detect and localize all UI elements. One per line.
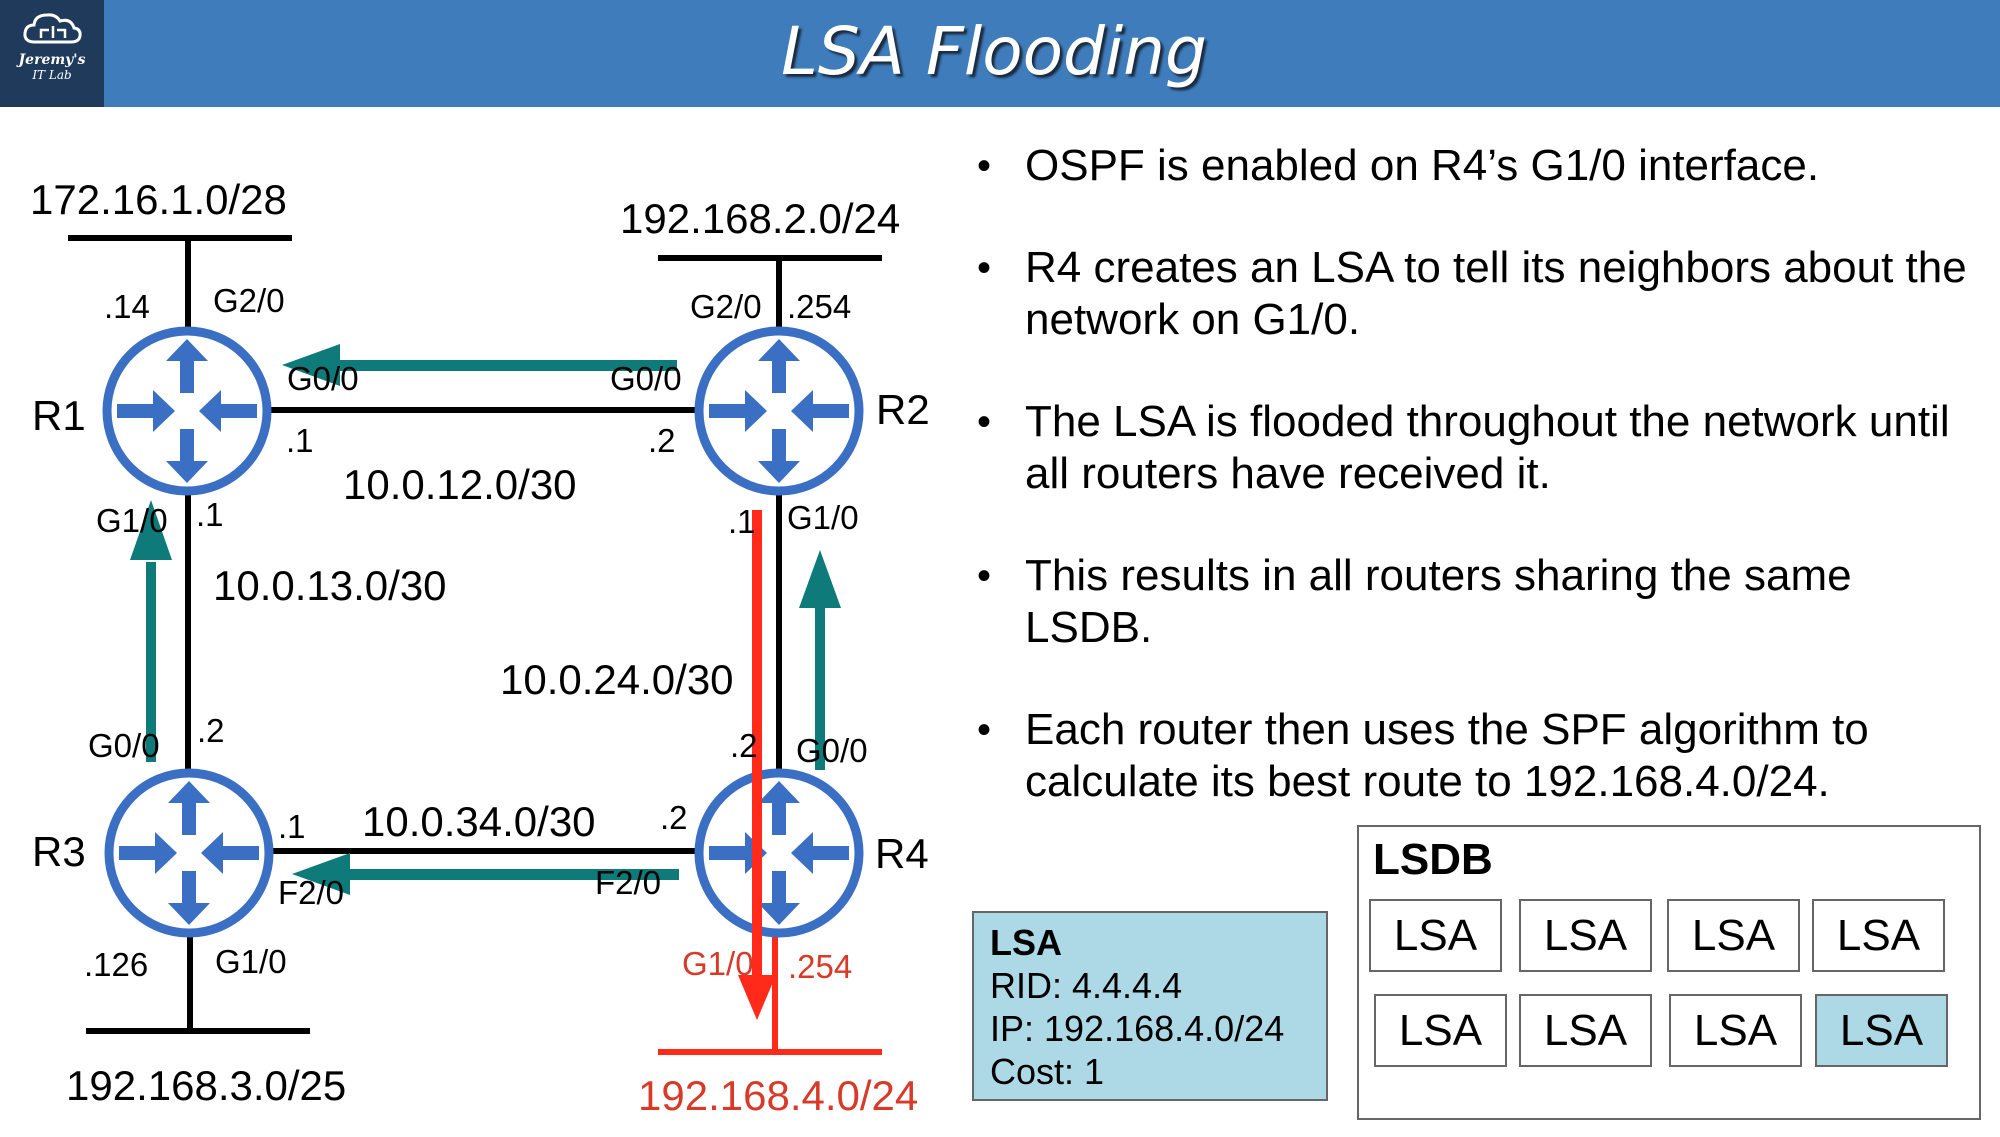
interface-label: .2 (660, 799, 688, 836)
bullet-item: The LSA is flooded throughout the networ… (975, 396, 1985, 500)
interface-label: G1/0 (787, 499, 859, 536)
logo: Jeremy's IT Lab (0, 0, 104, 107)
interface-label: .254 (787, 288, 851, 325)
page-title: LSA Flooding (781, 13, 1207, 90)
network-label: 192.168.2.0/24 (620, 195, 900, 242)
lsdb-cell: LSA (1667, 899, 1800, 972)
router-r4-icon[interactable] (699, 773, 859, 933)
lsa-rid: RID: 4.4.4.4 (990, 965, 1183, 1006)
bullet-item: OSPF is enabled on R4’s G1/0 interface. (975, 140, 1985, 192)
router-r3-label: R3 (32, 828, 86, 875)
interface-label: .1 (278, 808, 306, 845)
lsdb-cell: LSA (1812, 899, 1945, 972)
lsa-box: LSA RID: 4.4.4.4 IP: 192.168.4.0/24 Cost… (972, 911, 1328, 1101)
interface-label: .2 (730, 727, 758, 764)
interface-label-highlight: G1/0 (682, 945, 754, 982)
interface-label: .2 (197, 712, 225, 749)
interface-label: .2 (648, 422, 676, 459)
interface-label: .1 (286, 422, 314, 459)
interface-label: G0/0 (796, 732, 868, 769)
interface-label: F2/0 (595, 864, 661, 901)
logo-line-2: IT Lab (32, 68, 72, 82)
bullet-item: This results in all routers sharing the … (975, 550, 1985, 654)
network-label-highlight: 192.168.4.0/24 (638, 1072, 918, 1119)
lsdb-cell: LSA (1519, 994, 1652, 1067)
flood-arrow-r4-to-r3 (292, 853, 679, 895)
interface-label: G0/0 (88, 727, 160, 764)
flood-arrow-r4-to-r2 (799, 550, 841, 770)
router-r2-label: R2 (876, 386, 930, 433)
interface-label: F2/0 (278, 874, 344, 911)
lsdb-title: LSDB (1373, 835, 1493, 884)
network-label: 10.0.34.0/30 (362, 798, 596, 845)
router-r1-label: R1 (32, 392, 86, 439)
lsdb-cell: LSA (1519, 899, 1652, 972)
network-label: 10.0.24.0/30 (500, 656, 734, 703)
bullet-item: Each router then uses the SPF algorithm … (975, 704, 1985, 808)
network-label: 10.0.13.0/30 (213, 562, 447, 609)
interface-label-highlight: .254 (788, 948, 852, 985)
router-r1-icon[interactable] (107, 331, 267, 491)
flood-arrow-r2-to-r1 (282, 344, 677, 386)
cloud-icon (23, 13, 82, 44)
lsa-cost: Cost: 1 (990, 1051, 1105, 1092)
network-label: 192.168.3.0/25 (66, 1062, 346, 1109)
interface-label: .1 (728, 503, 756, 540)
lsa-title: LSA (990, 922, 1062, 963)
logo-line-1: Jeremy's (18, 52, 86, 68)
lsdb-cell-new: LSA (1815, 994, 1948, 1067)
interface-label: G2/0 (690, 288, 762, 325)
interface-label: G2/0 (213, 282, 285, 319)
interface-label: G0/0 (610, 360, 682, 397)
interface-label: G0/0 (287, 360, 359, 397)
lsdb-cell: LSA (1374, 994, 1507, 1067)
flood-arrow-origin (738, 510, 776, 1020)
bullet-list: OSPF is enabled on R4’s G1/0 interface. … (975, 140, 1985, 858)
router-r4-label: R4 (875, 830, 929, 877)
flood-arrow-r3-to-r1 (130, 500, 172, 762)
interface-label: .1 (196, 496, 224, 533)
interface-label: .14 (104, 288, 150, 325)
network-label: 10.0.12.0/30 (343, 461, 577, 508)
lsa-ip: IP: 192.168.4.0/24 (990, 1008, 1285, 1049)
lsdb-box: LSDB LSA LSA LSA LSA LSA LSA LSA LSA (1357, 825, 1981, 1120)
interface-label: G1/0 (96, 502, 168, 539)
header-bar: Jeremy's IT Lab LSA Flooding (0, 0, 2000, 107)
lsdb-cell: LSA (1369, 899, 1502, 972)
network-diagram: R1 R2 R3 R4 172.16.1.0/28 192.168.2.0/24… (30, 176, 930, 1119)
bullet-item: R4 creates an LSA to tell its neighbors … (975, 242, 1985, 346)
router-r3-icon[interactable] (109, 773, 269, 933)
interface-label: .126 (84, 946, 148, 983)
router-r2-icon[interactable] (699, 331, 859, 491)
interface-label: G1/0 (215, 943, 287, 980)
network-label: 172.16.1.0/28 (30, 176, 287, 223)
lsdb-cell: LSA (1669, 994, 1802, 1067)
